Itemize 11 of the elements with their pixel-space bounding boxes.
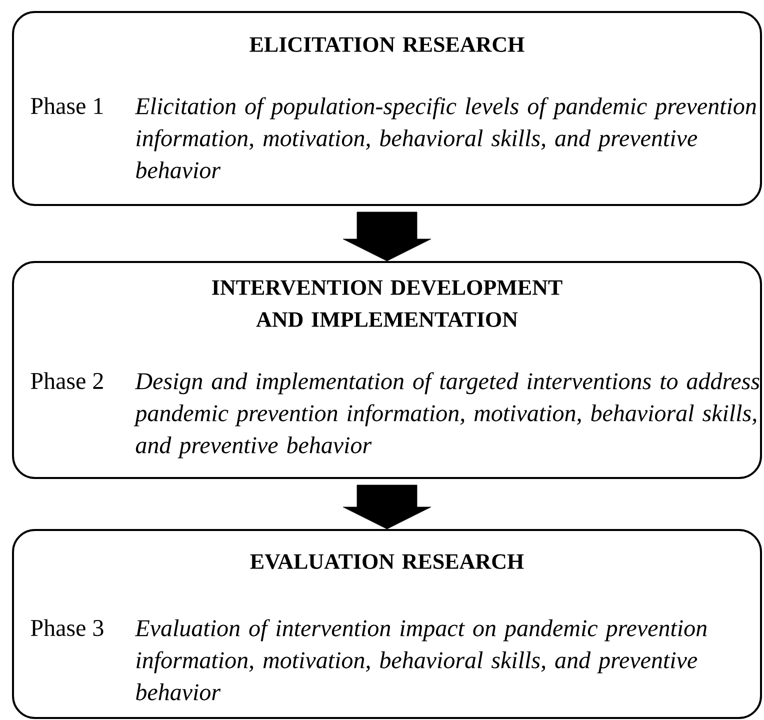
- phase-label: Phase 1: [30, 97, 103, 114]
- block-arrow: [342, 484, 432, 530]
- heading: INTERVENTION DEVELOPMENT AND IMPLEMENTATION: [212, 280, 562, 327]
- heading: ELICITATION RESEARCH: [250, 37, 524, 52]
- description: Evaluation of intervention impact on pandemic prevention information, motivation, behavioral skills, and preventive behavior: [134, 619, 707, 700]
- heading: EVALUATION RESEARCH: [250, 554, 524, 570]
- phase-label: Phase 2: [30, 372, 103, 390]
- description: Design and implementation of targeted interventions to address pandemic prevention information, motivation, behavioral skills, and preventive behavior: [134, 372, 760, 458]
- block-arrow: [342, 212, 432, 262]
- phase-label: Phase 3: [30, 619, 104, 636]
- description: Elicitation of population-specific levels of pandemic prevention information, motivation, behavioral skills, and preventive behavior: [134, 97, 756, 178]
